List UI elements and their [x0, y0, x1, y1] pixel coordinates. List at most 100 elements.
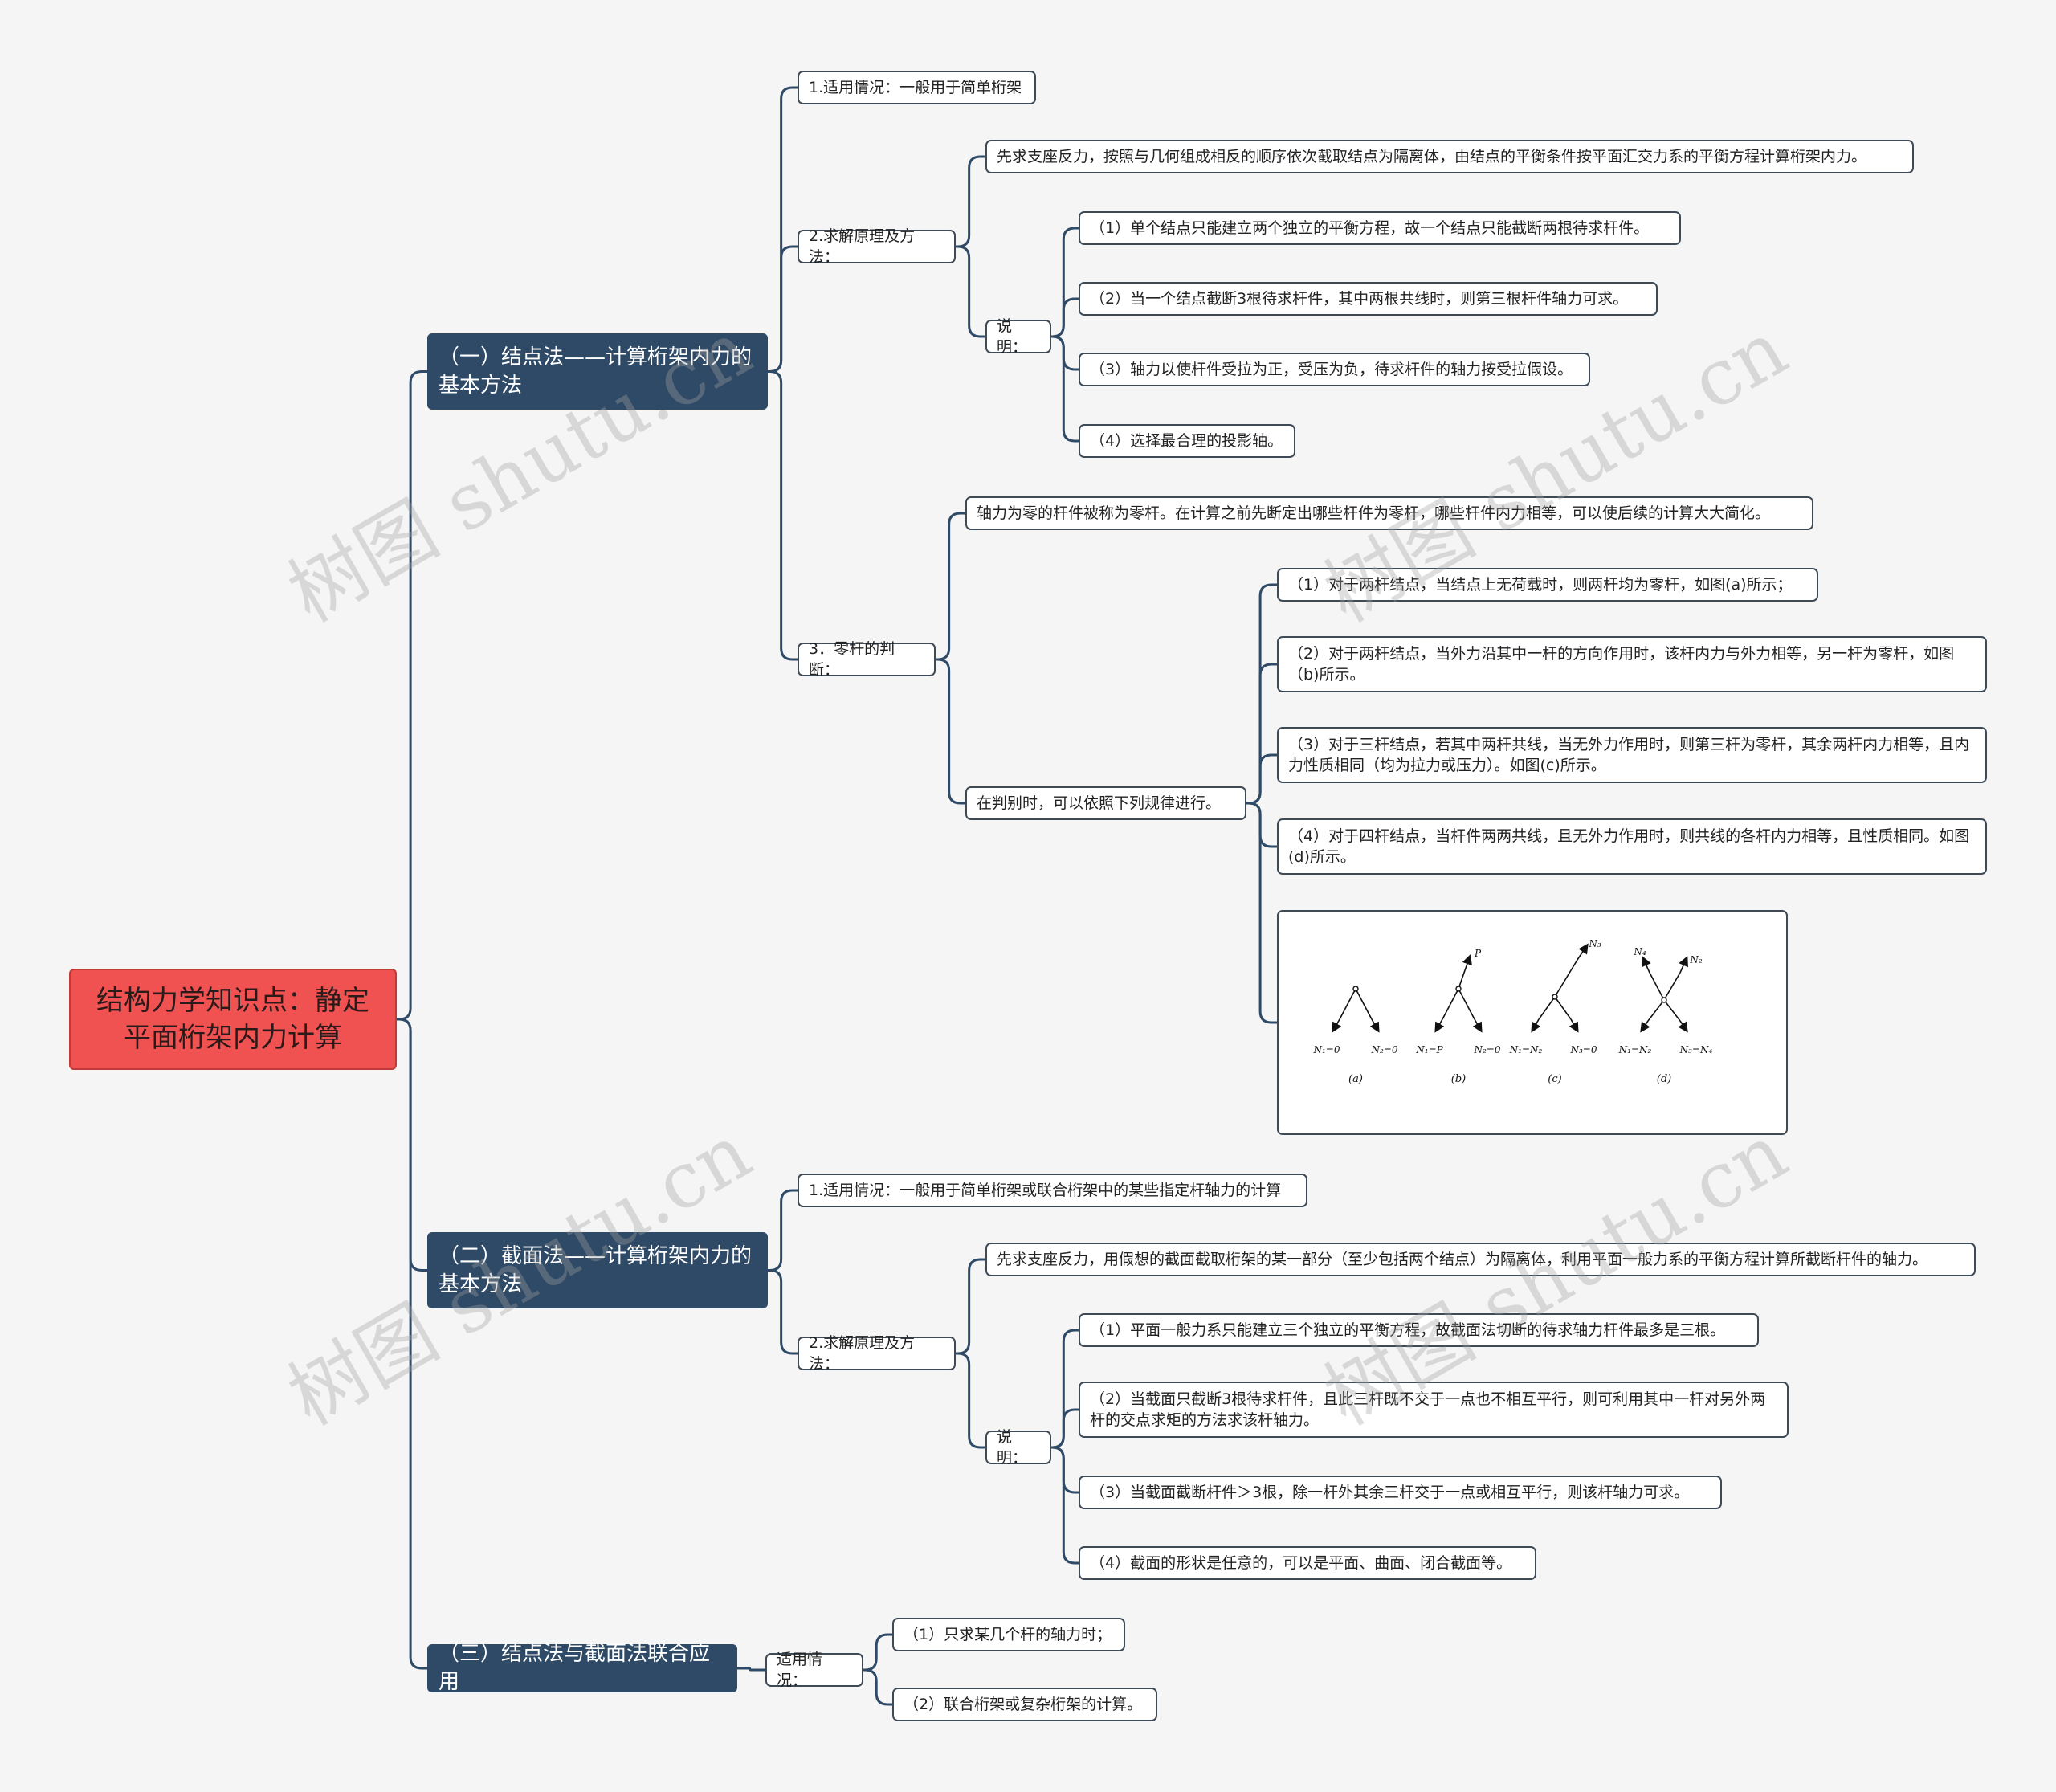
node-label: （3）当截面截断杆件＞3根，除一杆外其余三杆交于一点或相互平行，则该杆轴力可求。	[1090, 1484, 1690, 1501]
mindmap-node-b1c2c[interactable]: （3）对于三杆结点，若其中两杆共线，当无外力作用时，则第三杆为零杆，其余两杆内力…	[1277, 727, 1987, 783]
connector-b2b2d	[1051, 1446, 1079, 1565]
mindmap-node-b2b2a[interactable]: （1）平面一般力系只能建立三个独立的平衡方程，故截面法切断的待求轴力杆件最多是三…	[1079, 1313, 1759, 1347]
node-label: （1）平面一般力系只能建立三个独立的平衡方程，故截面法切断的待求轴力杆件最多是三…	[1090, 1321, 1726, 1339]
force-label: N₁=0	[1313, 1044, 1340, 1055]
mindmap-node-b1b2[interactable]: 说明：	[985, 317, 1051, 356]
force-arrow	[1640, 1020, 1650, 1033]
mindmap-node-b1b2d[interactable]: （4）选择最合理的投影轴。	[1079, 424, 1295, 458]
mindmap-node-b2b2b[interactable]: （2）当截面只截断3根待求杆件，且此三杆既不交于一点也不相互平行，则可利用其中一…	[1079, 1382, 1789, 1438]
connector-b1b	[768, 245, 798, 373]
node-label: （3）对于三杆结点，若其中两杆共线，当无外力作用时，则第三杆为零杆，其余两杆内力…	[1288, 736, 1970, 774]
connector-b3a1	[863, 1633, 892, 1672]
connector-b2a	[768, 1189, 798, 1272]
node-label: （1）单个结点只能建立两个独立的平衡方程，故一个结点只能截断两根待求杆件。	[1090, 219, 1650, 237]
node-label: （2）联合桁架或复杂桁架的计算。	[904, 1696, 1143, 1713]
bar	[1538, 996, 1556, 1020]
mindmap-node-b2b1[interactable]: 先求支座反力，用假想的截面截取桁架的某一部分（至少包括两个结点）为隔离体，利用平…	[985, 1243, 1976, 1276]
force-label: N₃=N₄	[1679, 1044, 1713, 1055]
mindmap-node-b2b[interactable]: 2.求解原理及方法：	[798, 1334, 956, 1373]
bar	[1339, 988, 1356, 1020]
mindmap-node-root[interactable]: 结构力学知识点：静定平面桁架内力计算	[69, 969, 397, 1070]
node-label: 2.求解原理及方法：	[809, 227, 916, 266]
node-label: 3．零杆的判断：	[809, 640, 895, 679]
node-label: 轴力为零的杆件被称为零杆。在计算之前先断定出哪些杆件为零杆，哪些杆件内力相等，可…	[977, 504, 1771, 522]
connector-b1c	[768, 370, 798, 661]
force-label: N₂=0	[1474, 1044, 1501, 1055]
force-arrow	[1458, 953, 1472, 990]
mindmap-node-b1b1[interactable]: 先求支座反力，按照与几何组成相反的顺序依次截取结点为隔离体，由结点的平衡条件按平…	[985, 140, 1914, 173]
node-label: 2.求解原理及方法：	[809, 1334, 916, 1373]
connector-b1c1	[936, 512, 965, 661]
connector-b1b2c	[1051, 335, 1079, 371]
node-label: 先求支座反力，按照与几何组成相反的顺序依次截取结点为隔离体，由结点的平衡条件按平…	[997, 148, 1867, 165]
figure-caption: (d)	[1657, 1073, 1671, 1085]
mindmap-node-b1c2d[interactable]: （4）对于四杆结点，当杆件两两共线，且无外力作用时，则共线的各杆内力相等，且性质…	[1277, 818, 1987, 875]
node-label: （3）轴力以使杆件受拉为正，受压为负，待求杆件的轴力按受拉假设。	[1090, 361, 1573, 378]
mindmap-node-b3a[interactable]: 适用情况：	[765, 1651, 863, 1689]
force-label: N₃	[1588, 938, 1601, 949]
connector-b2b1	[956, 1258, 985, 1355]
force-arrow	[1531, 1018, 1541, 1033]
force-label: N₄	[1633, 946, 1646, 957]
force-arrow	[1642, 956, 1651, 974]
force-label: N₁=N₂	[1509, 1044, 1543, 1055]
bar	[1649, 972, 1665, 1001]
mindmap-node-b1a[interactable]: 1.适用情况：一般用于简单桁架	[798, 71, 1036, 104]
connector-b2b2	[956, 1352, 985, 1449]
node-label: （2）对于两杆结点，当外力沿其中一杆的方向作用时，该杆内力与外力相等，另一杆为零…	[1288, 645, 1955, 684]
joint-node	[1455, 986, 1462, 992]
mindmap-node-b3[interactable]: （三）结点法与截面法联合应用	[427, 1642, 737, 1694]
bar	[1554, 959, 1578, 998]
force-label: N₁=P	[1415, 1044, 1443, 1055]
mindmap-node-b3a2[interactable]: （2）联合桁架或复杂桁架的计算。	[892, 1688, 1157, 1721]
mindmap-node-b2b2[interactable]: 说明：	[985, 1428, 1051, 1467]
mindmap-node-b1b2b[interactable]: （2）当一个结点截断3根待求杆件，其中两根共线时，则第三根杆件轴力可求。	[1079, 282, 1658, 316]
mindmap-node-b1c2a[interactable]: （1）对于两杆结点，当结点上无荷载时，则两杆均为零杆，如图(a)所示；	[1277, 568, 1818, 602]
bar	[1647, 999, 1665, 1022]
node-label: （1）对于两杆结点，当结点上无荷载时，则两杆均为零杆，如图(a)所示；	[1288, 576, 1793, 594]
force-label: P	[1474, 948, 1482, 959]
node-label: 适用情况：	[777, 1651, 823, 1689]
force-arrow	[1569, 1018, 1579, 1033]
node-label: （2）当一个结点截断3根待求杆件，其中两根共线时，则第三根杆件轴力可求。	[1090, 290, 1629, 308]
node-label: （二）截面法——计算桁架内力的基本方法	[439, 1243, 753, 1296]
mindmap-node-b1c2[interactable]: 在判别时，可以依照下列规律进行。	[965, 786, 1246, 820]
bar	[1663, 972, 1681, 1001]
connector-b3a	[737, 1667, 765, 1672]
node-label: 说明：	[997, 317, 1028, 356]
mindmap-node-b2b2c[interactable]: （3）当截面截断杆件＞3根，除一杆外其余三杆交于一点或相互平行，则该杆轴力可求。	[1079, 1476, 1722, 1509]
mindmap-node-b2b2d[interactable]: （4）截面的形状是任意的，可以是平面、曲面、闭合截面等。	[1079, 1546, 1536, 1580]
connector-b2b2a	[1051, 1329, 1079, 1449]
mindmap-node-b1b[interactable]: 2.求解原理及方法：	[798, 227, 956, 266]
node-label: （4）选择最合理的投影轴。	[1090, 432, 1283, 450]
connector-b1c2b	[1246, 663, 1277, 805]
mindmap-node-b2a[interactable]: 1.适用情况：一般用于简单桁架或联合桁架中的某些指定杆轴力的计算	[798, 1174, 1307, 1207]
mindmap-node-b1[interactable]: （一）结点法——计算桁架内力的基本方法	[427, 333, 768, 410]
bar	[1458, 988, 1475, 1020]
mindmap-node-b1b2c[interactable]: （3）轴力以使杆件受拉为正，受压为负，待求杆件的轴力按受拉假设。	[1079, 353, 1590, 386]
mindmap-node-b1b2a[interactable]: （1）单个结点只能建立两个独立的平衡方程，故一个结点只能截断两根待求杆件。	[1079, 211, 1681, 245]
connector-b1b2	[956, 245, 985, 338]
force-label: N₁=N₂	[1618, 1044, 1652, 1055]
mindmap-node-b3a1[interactable]: （1）只求某几个杆的轴力时；	[892, 1618, 1125, 1651]
mindmap-node-b2[interactable]: （二）截面法——计算桁架内力的基本方法	[427, 1232, 768, 1308]
force-arrow	[1369, 1018, 1380, 1033]
force-arrow	[1434, 1018, 1445, 1033]
connector-b1c2c	[1246, 753, 1277, 805]
mindmap-node-b1c[interactable]: 3．零杆的判断：	[798, 640, 936, 679]
connector-b1a	[768, 86, 798, 373]
node-label: （三）结点法与截面法联合应用	[439, 1642, 711, 1694]
connector-b2b2b	[1051, 1408, 1079, 1449]
connector-b1b2d	[1051, 335, 1079, 443]
connector-b1c2a	[1246, 583, 1277, 805]
mindmap-node-b1c2b[interactable]: （2）对于两杆结点，当外力沿其中一杆的方向作用时，该杆内力与外力相等，另一杆为零…	[1277, 636, 1987, 692]
node-label: 在判别时，可以依照下列规律进行。	[977, 794, 1222, 812]
force-label: N₃=0	[1570, 1044, 1597, 1055]
bar	[1355, 988, 1373, 1020]
node-label: （1）只求某几个杆的轴力时；	[904, 1626, 1112, 1643]
node-label: 说明：	[997, 1428, 1028, 1467]
mindmap-node-b1c1[interactable]: 轴力为零的杆件被称为零杆。在计算之前先断定出哪些杆件为零杆，哪些杆件内力相等，可…	[965, 496, 1813, 530]
